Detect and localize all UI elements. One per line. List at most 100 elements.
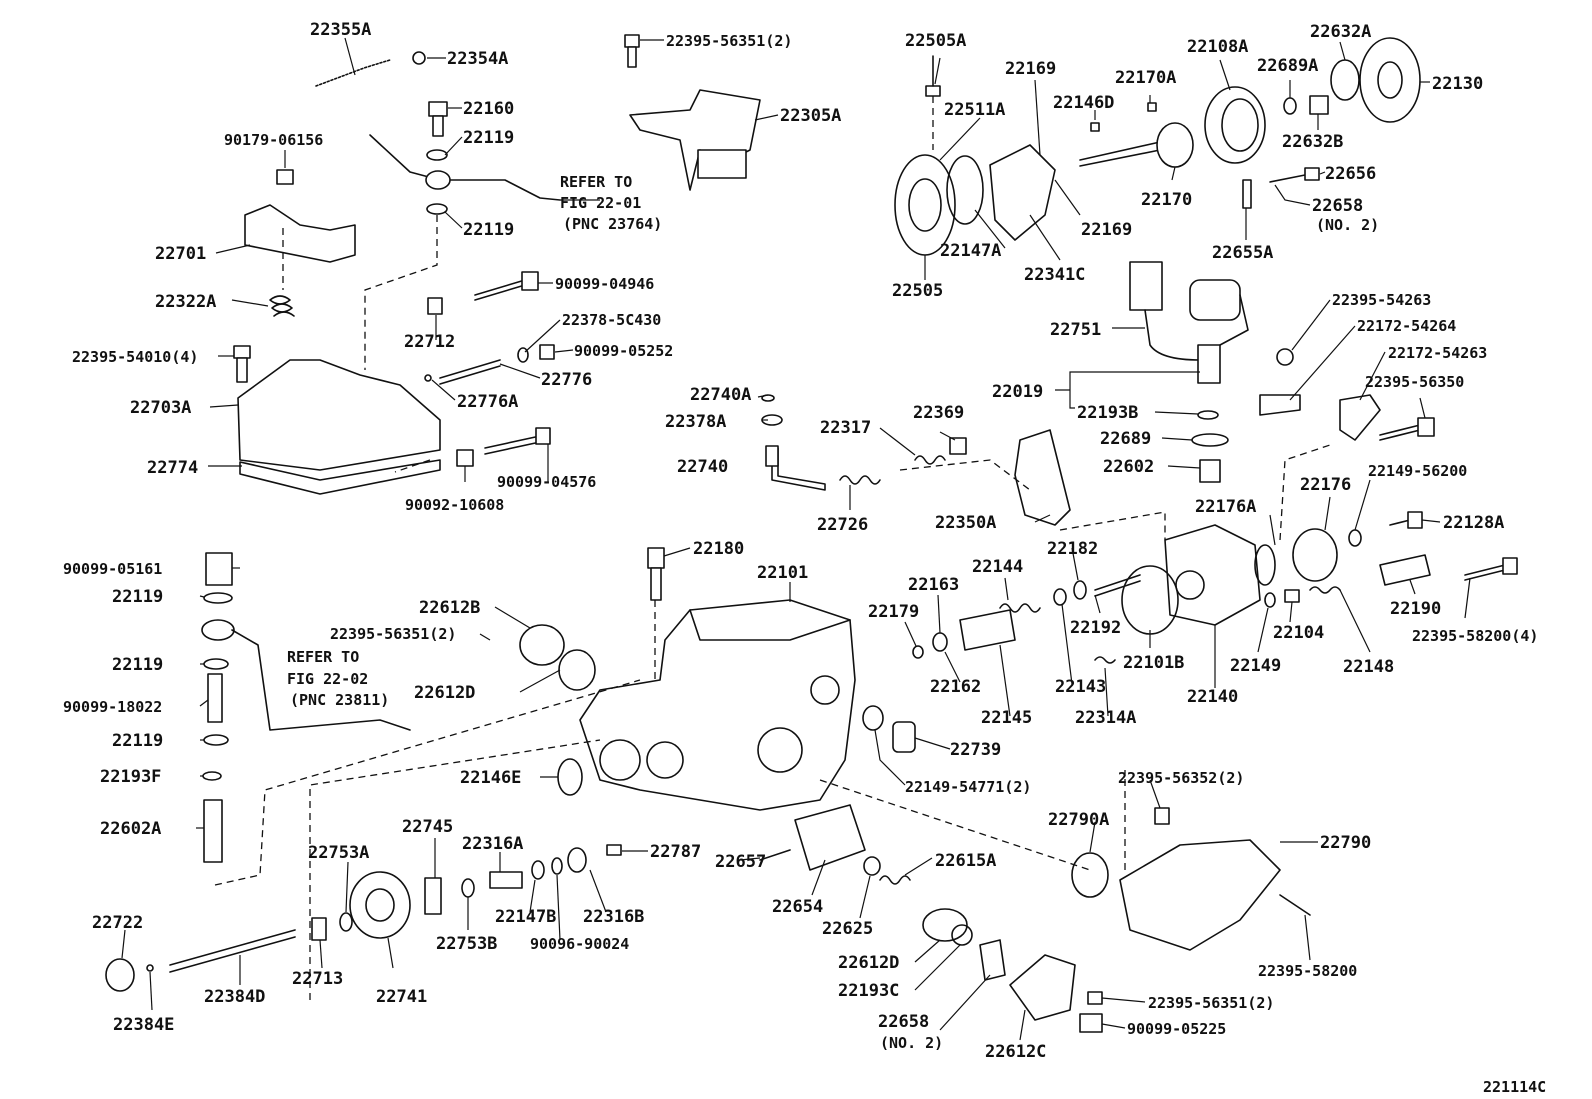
part-label-22654[interactable]: 22654: [772, 897, 823, 917]
part-label-22179[interactable]: 22179: [868, 602, 919, 622]
part-label-22160[interactable]: 22160: [463, 99, 514, 119]
part-label-22355A[interactable]: 22355A: [310, 20, 371, 40]
part-label-22119[interactable]: 22119: [112, 587, 163, 607]
part-label-22511A[interactable]: 22511A: [944, 100, 1005, 120]
part-label-22322A[interactable]: 22322A: [155, 292, 216, 312]
part-label-22378A[interactable]: 22378A: [665, 412, 726, 432]
part-label-22395-58200[interactable]: 22395-58200: [1258, 962, 1357, 980]
part-label-22384D[interactable]: 22384D: [204, 987, 265, 1007]
part-label-22505A[interactable]: 22505A: [905, 31, 966, 51]
part-label-22689[interactable]: 22689: [1100, 429, 1151, 449]
part-label-22162[interactable]: 22162: [930, 677, 981, 697]
part-label-22172-54263[interactable]: 22172-54263: [1388, 344, 1487, 362]
part-label-22395-54010-4[interactable]: 22395-54010(4): [72, 348, 198, 366]
part-label-22612B[interactable]: 22612B: [419, 598, 480, 618]
part-label-22505[interactable]: 22505: [892, 281, 943, 301]
part-label-22740[interactable]: 22740: [677, 457, 728, 477]
part-label-22119[interactable]: 22119: [112, 655, 163, 675]
part-label-22612D[interactable]: 22612D: [414, 683, 475, 703]
part-label-22316B[interactable]: 22316B: [583, 907, 644, 927]
part-label-90099-05252[interactable]: 90099-05252: [574, 342, 673, 360]
part-label-22019[interactable]: 22019: [992, 382, 1043, 402]
part-label-22378-5C430[interactable]: 22378-5C430: [562, 311, 661, 329]
part-label-22130[interactable]: 22130: [1432, 74, 1483, 94]
part-label-22192[interactable]: 22192: [1070, 618, 1121, 638]
part-label-22149-56200[interactable]: 22149-56200: [1368, 462, 1467, 480]
part-label-22395-56351-2[interactable]: 22395-56351(2): [1148, 994, 1274, 1012]
part-label-22395-56352-2[interactable]: 22395-56352(2): [1118, 769, 1244, 787]
part-label-22140[interactable]: 22140: [1187, 687, 1238, 707]
part-label-22713[interactable]: 22713: [292, 969, 343, 989]
part-label-22163[interactable]: 22163: [908, 575, 959, 595]
part-label-22341C[interactable]: 22341C: [1024, 265, 1085, 285]
part-label-90179-06156[interactable]: 90179-06156: [224, 131, 323, 149]
part-label-90099-04946[interactable]: 90099-04946: [555, 275, 654, 293]
part-label-22774[interactable]: 22774: [147, 458, 198, 478]
part-label-22148[interactable]: 22148: [1343, 657, 1394, 677]
part-label-22655A[interactable]: 22655A: [1212, 243, 1273, 263]
part-label-22658[interactable]: 22658: [1312, 196, 1363, 216]
part-label-22176A[interactable]: 22176A: [1195, 497, 1256, 517]
part-label-22145[interactable]: 22145: [981, 708, 1032, 728]
part-label-22354A[interactable]: 22354A: [447, 49, 508, 69]
part-label-22108A[interactable]: 22108A: [1187, 37, 1248, 57]
part-label-22395-56351-2[interactable]: 22395-56351(2): [330, 625, 456, 643]
part-label-22726[interactable]: 22726: [817, 515, 868, 535]
part-label-22395-58200-4[interactable]: 22395-58200(4): [1412, 627, 1538, 645]
part-label-22656[interactable]: 22656: [1325, 164, 1376, 184]
part-label-22149-54771-2[interactable]: 22149-54771(2): [905, 778, 1031, 796]
part-label-22193B[interactable]: 22193B: [1077, 403, 1138, 423]
part-label-22169[interactable]: 22169: [1081, 220, 1132, 240]
part-label-22193C[interactable]: 22193C: [838, 981, 899, 1001]
part-label-90099-05225[interactable]: 90099-05225: [1127, 1020, 1226, 1038]
part-label-90099-18022[interactable]: 90099-18022: [63, 698, 162, 716]
part-label-22632B[interactable]: 22632B: [1282, 132, 1343, 152]
part-label-22722[interactable]: 22722: [92, 913, 143, 933]
part-label-22119[interactable]: 22119: [463, 220, 514, 240]
part-label-22169[interactable]: 22169: [1005, 59, 1056, 79]
part-label-22753A[interactable]: 22753A: [308, 843, 369, 863]
part-label-22172-54264[interactable]: 22172-54264: [1357, 317, 1456, 335]
part-label-22689A[interactable]: 22689A: [1257, 56, 1318, 76]
part-label-22128A[interactable]: 22128A: [1443, 513, 1504, 533]
part-label-22384E[interactable]: 22384E: [113, 1015, 174, 1035]
part-label-22146E[interactable]: 22146E: [460, 768, 521, 788]
part-label-22612C[interactable]: 22612C: [985, 1042, 1046, 1062]
part-label-22741[interactable]: 22741: [376, 987, 427, 1007]
refer-fig-22-01[interactable]: FIG 22-01: [560, 194, 641, 212]
part-label-22316A[interactable]: 22316A: [462, 834, 523, 854]
part-label-22170[interactable]: 22170: [1141, 190, 1192, 210]
part-label-22176[interactable]: 22176: [1300, 475, 1351, 495]
part-label-22632A[interactable]: 22632A: [1310, 22, 1371, 42]
part-label-22612D[interactable]: 22612D: [838, 953, 899, 973]
part-label-22119[interactable]: 22119: [112, 731, 163, 751]
part-label-22753B[interactable]: 22753B: [436, 934, 497, 954]
part-label-22395-56350[interactable]: 22395-56350: [1365, 373, 1464, 391]
part-label-22182[interactable]: 22182: [1047, 539, 1098, 559]
part-label-22745[interactable]: 22745: [402, 817, 453, 837]
part-label-22104[interactable]: 22104: [1273, 623, 1324, 643]
part-label-22305A[interactable]: 22305A: [780, 106, 841, 126]
part-label-22701[interactable]: 22701: [155, 244, 206, 264]
part-label-22147B[interactable]: 22147B: [495, 907, 556, 927]
part-label-22739[interactable]: 22739: [950, 740, 1001, 760]
part-label-22703A[interactable]: 22703A: [130, 398, 191, 418]
part-label-22369[interactable]: 22369: [913, 403, 964, 423]
part-label-90099-04576[interactable]: 90099-04576: [497, 473, 596, 491]
part-label-22146D[interactable]: 22146D: [1053, 93, 1114, 113]
part-label-22740A[interactable]: 22740A: [690, 385, 751, 405]
part-label-22615A[interactable]: 22615A: [935, 851, 996, 871]
part-label-90099-05161[interactable]: 90099-05161: [63, 560, 162, 578]
part-label-22602A[interactable]: 22602A: [100, 819, 161, 839]
part-label-22776A[interactable]: 22776A: [457, 392, 518, 412]
part-label-22193F[interactable]: 22193F: [100, 767, 161, 787]
part-label-22787[interactable]: 22787: [650, 842, 701, 862]
part-label-22170A[interactable]: 22170A: [1115, 68, 1176, 88]
part-label-22147A[interactable]: 22147A: [940, 241, 1001, 261]
refer-fig-22-02[interactable]: FIG 22-02: [287, 670, 368, 688]
part-label-22395-56351-2[interactable]: 22395-56351(2): [666, 32, 792, 50]
part-label-22143[interactable]: 22143: [1055, 677, 1106, 697]
part-label-22350A[interactable]: 22350A: [935, 513, 996, 533]
part-label-90092-10608[interactable]: 90092-10608: [405, 496, 504, 514]
part-label-22776[interactable]: 22776: [541, 370, 592, 390]
